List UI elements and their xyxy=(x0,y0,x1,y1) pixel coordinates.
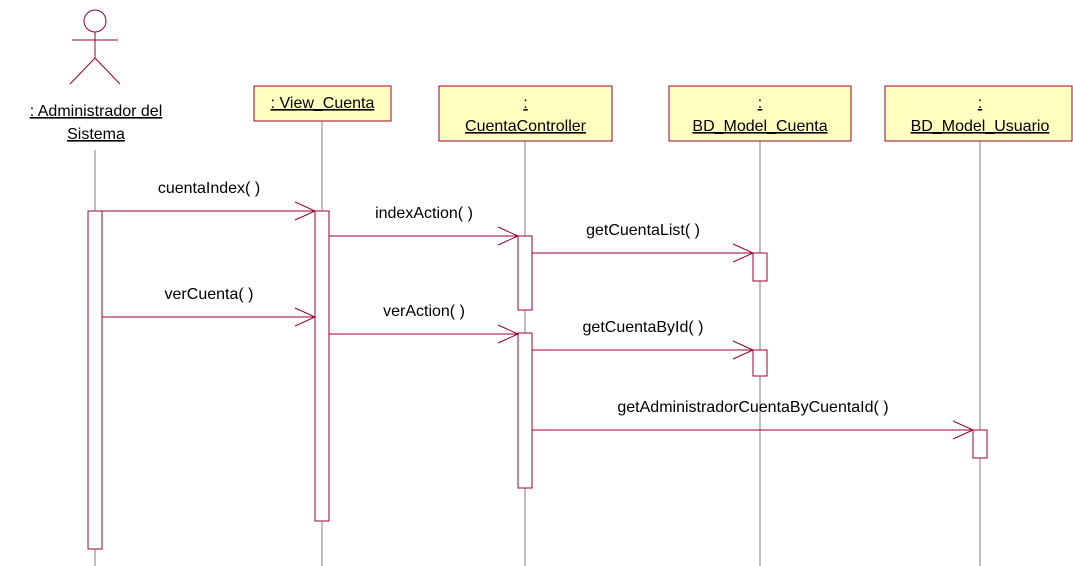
object-view-label: : View_Cuenta xyxy=(271,95,375,112)
message-label: getAdministradorCuentaByCuentaId( ) xyxy=(617,399,888,416)
actor-label-line2: Sistema xyxy=(67,126,125,143)
object-model-cuenta-colon: : xyxy=(758,95,762,112)
object-controller-label: CuentaController xyxy=(465,118,587,135)
activation-actor xyxy=(87,210,103,550)
message-get-cuenta-by-id: getCuentaById( ) xyxy=(532,319,755,360)
message-label: getCuentaById( ) xyxy=(583,319,704,336)
object-bd-model-usuario: : BD_Model_Usuario xyxy=(884,85,1073,142)
object-model-cuenta-label: BD_Model_Cuenta xyxy=(692,118,827,135)
message-label: verAction( ) xyxy=(383,303,465,320)
actor-label-line1: : Administrador del xyxy=(30,103,163,120)
activation-view xyxy=(314,210,330,522)
actor-figure-icon xyxy=(69,9,121,85)
object-controller-colon: : xyxy=(523,95,527,112)
activation-model-cuenta-2 xyxy=(752,349,768,377)
object-cuenta-controller: : CuentaController xyxy=(438,85,613,142)
message-label: cuentaIndex( ) xyxy=(158,180,260,197)
message-label: getCuentaList( ) xyxy=(586,222,700,239)
object-model-usuario-label: BD_Model_Usuario xyxy=(911,118,1050,135)
activation-controller-2 xyxy=(517,332,533,489)
object-model-usuario-colon: : xyxy=(978,95,982,112)
message-label: verCuenta( ) xyxy=(165,286,254,303)
activation-model-usuario xyxy=(972,429,988,459)
message-index-action: indexAction( ) xyxy=(329,205,520,246)
object-bd-model-cuenta: : BD_Model_Cuenta xyxy=(668,85,852,142)
message-get-cuenta-list: getCuentaList( ) xyxy=(532,222,755,263)
activation-model-cuenta-1 xyxy=(752,252,768,282)
message-ver-cuenta: verCuenta( ) xyxy=(102,286,317,327)
message-get-administrador-cuenta: getAdministradorCuentaByCuentaId( ) xyxy=(532,399,975,440)
message-cuenta-index: cuentaIndex( ) xyxy=(102,180,317,221)
object-view-cuenta: : View_Cuenta xyxy=(253,85,392,122)
message-ver-action: verAction( ) xyxy=(329,303,520,344)
message-label: indexAction( ) xyxy=(375,205,473,222)
activation-controller-1 xyxy=(517,235,533,311)
